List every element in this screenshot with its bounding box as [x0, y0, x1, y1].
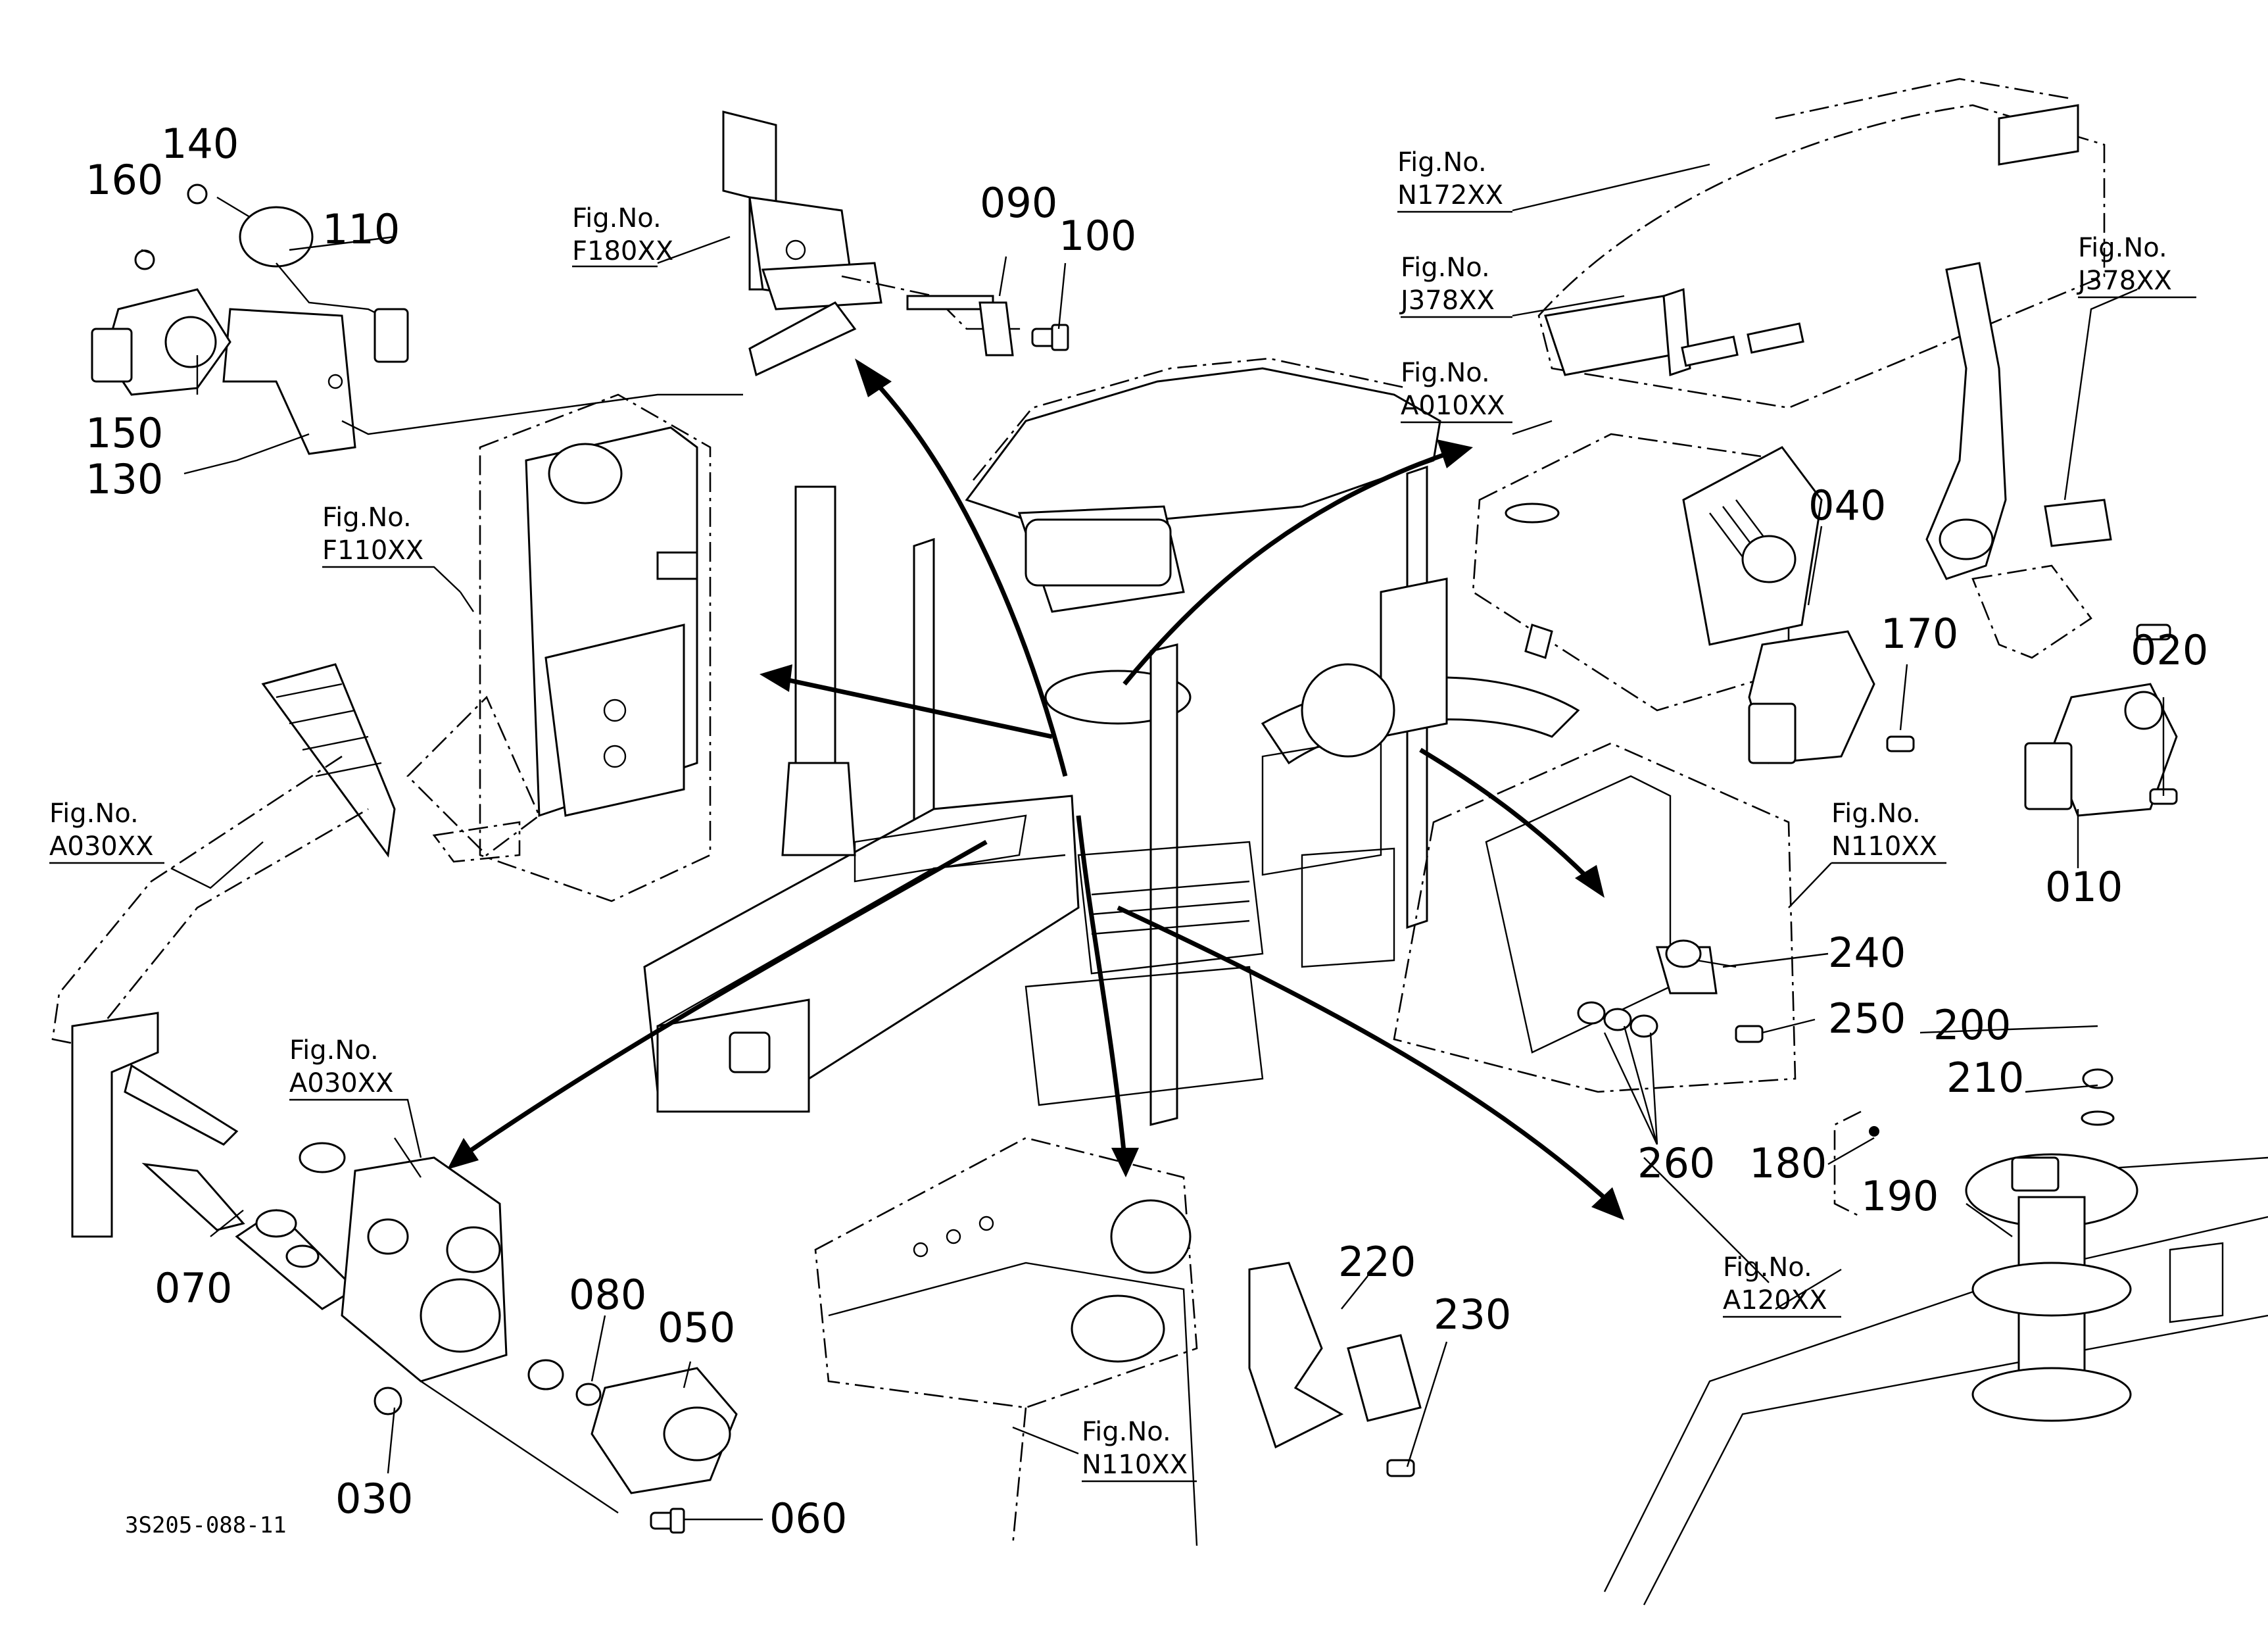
svg-text:F110XX: F110XX [322, 535, 423, 566]
callout-100[interactable]: 100 [1059, 212, 1136, 260]
callout-arrows [447, 358, 1624, 1220]
svg-text:Fig.No.: Fig.No. [1082, 1417, 1171, 1447]
svg-text:Fig.No.: Fig.No. [1397, 147, 1487, 178]
callout-240[interactable]: 240 [1828, 929, 1906, 977]
callout-050[interactable]: 050 [658, 1304, 735, 1352]
callout-160[interactable]: 160 [85, 156, 163, 204]
callout-150[interactable]: 150 [85, 409, 163, 457]
arrow-to-f180 [873, 380, 1068, 777]
svg-text:Fig.No.: Fig.No. [1401, 253, 1490, 283]
fig-ref-j378-left[interactable]: Fig.No. J378XX [1399, 253, 1512, 318]
fig-ref-a010[interactable]: Fig.No. A010XX [1401, 358, 1512, 424]
callout-170[interactable]: 170 [1881, 610, 1958, 658]
svg-text:A030XX: A030XX [289, 1068, 394, 1098]
drawing-code: 3S205-088-11 [125, 1512, 287, 1538]
callout-260[interactable]: 260 [1637, 1139, 1715, 1187]
callout-220[interactable]: 220 [1338, 1238, 1416, 1286]
callout-090[interactable]: 090 [980, 179, 1057, 227]
tractor-cab-illustration [643, 357, 1580, 1126]
fig-ref-a030-lower[interactable]: Fig.No. A030XX [289, 1035, 422, 1158]
pedal-shaft-assembly [51, 663, 396, 1310]
callout-250[interactable]: 250 [1828, 995, 1906, 1043]
svg-text:N110XX: N110XX [1831, 831, 1937, 862]
callout-180[interactable]: 180 [1749, 1139, 1827, 1187]
part-callouts: 010 020 030 040 050 060 070 080 090 100 … [85, 120, 2208, 1542]
fig-ref-a030-upper[interactable]: Fig.No. A030XX [49, 799, 164, 864]
svg-text:N172XX: N172XX [1397, 180, 1503, 210]
fig-ref-n172[interactable]: Fig.No. N172XX [1397, 147, 1512, 213]
panel-top-right [1472, 78, 2106, 764]
bracket-top-center [722, 111, 1069, 377]
panel-n110-right [1393, 742, 1797, 1093]
callout-210[interactable]: 210 [1946, 1054, 2024, 1102]
svg-text:A010XX: A010XX [1401, 391, 1505, 421]
arrow-to-a010 [1122, 451, 1448, 686]
svg-text:Fig.No.: Fig.No. [289, 1035, 379, 1066]
svg-text:J378XX: J378XX [1399, 285, 1495, 316]
callout-140[interactable]: 140 [161, 120, 239, 168]
leader-lines [141, 163, 2165, 1521]
callout-230[interactable]: 230 [1434, 1291, 1511, 1339]
callout-010[interactable]: 010 [2045, 863, 2123, 911]
svg-text:F180XX: F180XX [572, 236, 673, 266]
callout-190[interactable]: 190 [1861, 1172, 1939, 1220]
svg-text:Fig.No.: Fig.No. [1723, 1252, 1812, 1283]
sensor-assembly-top-left [91, 184, 743, 455]
svg-text:A030XX: A030XX [49, 831, 154, 862]
panel-f110 [406, 393, 712, 902]
arrow-to-a030-lower [459, 839, 988, 1160]
fig-ref-f110[interactable]: Fig.No. F110XX [322, 503, 461, 593]
callout-130[interactable]: 130 [85, 455, 163, 503]
callout-080[interactable]: 080 [569, 1271, 646, 1319]
tank-a120 [1603, 1068, 2268, 1606]
bracket-right-j378 [1925, 262, 2178, 817]
fig-ref-n110-right[interactable]: Fig.No. N110XX [1788, 799, 1946, 908]
fig-ref-f180[interactable]: Fig.No. F180XX [572, 203, 673, 268]
svg-text:Fig.No.: Fig.No. [322, 503, 412, 533]
callout-070[interactable]: 070 [155, 1264, 232, 1312]
callout-030[interactable]: 030 [335, 1475, 413, 1523]
frame-n110-lower [814, 1137, 1422, 1546]
svg-text:Fig.No.: Fig.No. [1831, 799, 1921, 829]
svg-text:A120XX: A120XX [1723, 1285, 1827, 1315]
bracket-lower-left [341, 1156, 738, 1534]
fig-ref-a120[interactable]: Fig.No. A120XX [1723, 1252, 1841, 1318]
callout-200[interactable]: 200 [1933, 1001, 2011, 1049]
svg-text:Fig.No.: Fig.No. [1401, 358, 1490, 388]
figure-references: Fig.No. F180XX Fig.No. N172XX Fig.No. J3… [49, 147, 2196, 1483]
svg-text:Fig.No.: Fig.No. [572, 203, 662, 234]
arrow-to-a120 [1117, 905, 1613, 1206]
callout-040[interactable]: 040 [1808, 481, 1886, 529]
arrow-to-n110-lower [1076, 815, 1127, 1158]
callout-060[interactable]: 060 [769, 1494, 847, 1542]
fig-ref-j378-right[interactable]: Fig.No. J378XX [2076, 233, 2196, 299]
svg-text:J378XX: J378XX [2076, 266, 2172, 296]
fig-ref-n110-lower[interactable]: Fig.No. N110XX [1082, 1417, 1197, 1483]
svg-text:Fig.No.: Fig.No. [49, 799, 139, 829]
callout-110[interactable]: 110 [322, 205, 400, 253]
arrow-to-f110 [775, 675, 1053, 739]
svg-text:N110XX: N110XX [1082, 1450, 1188, 1480]
arrow-to-n110-right [1419, 747, 1593, 883]
svg-text:Fig.No.: Fig.No. [2078, 233, 2167, 263]
callout-020[interactable]: 020 [2131, 626, 2208, 674]
